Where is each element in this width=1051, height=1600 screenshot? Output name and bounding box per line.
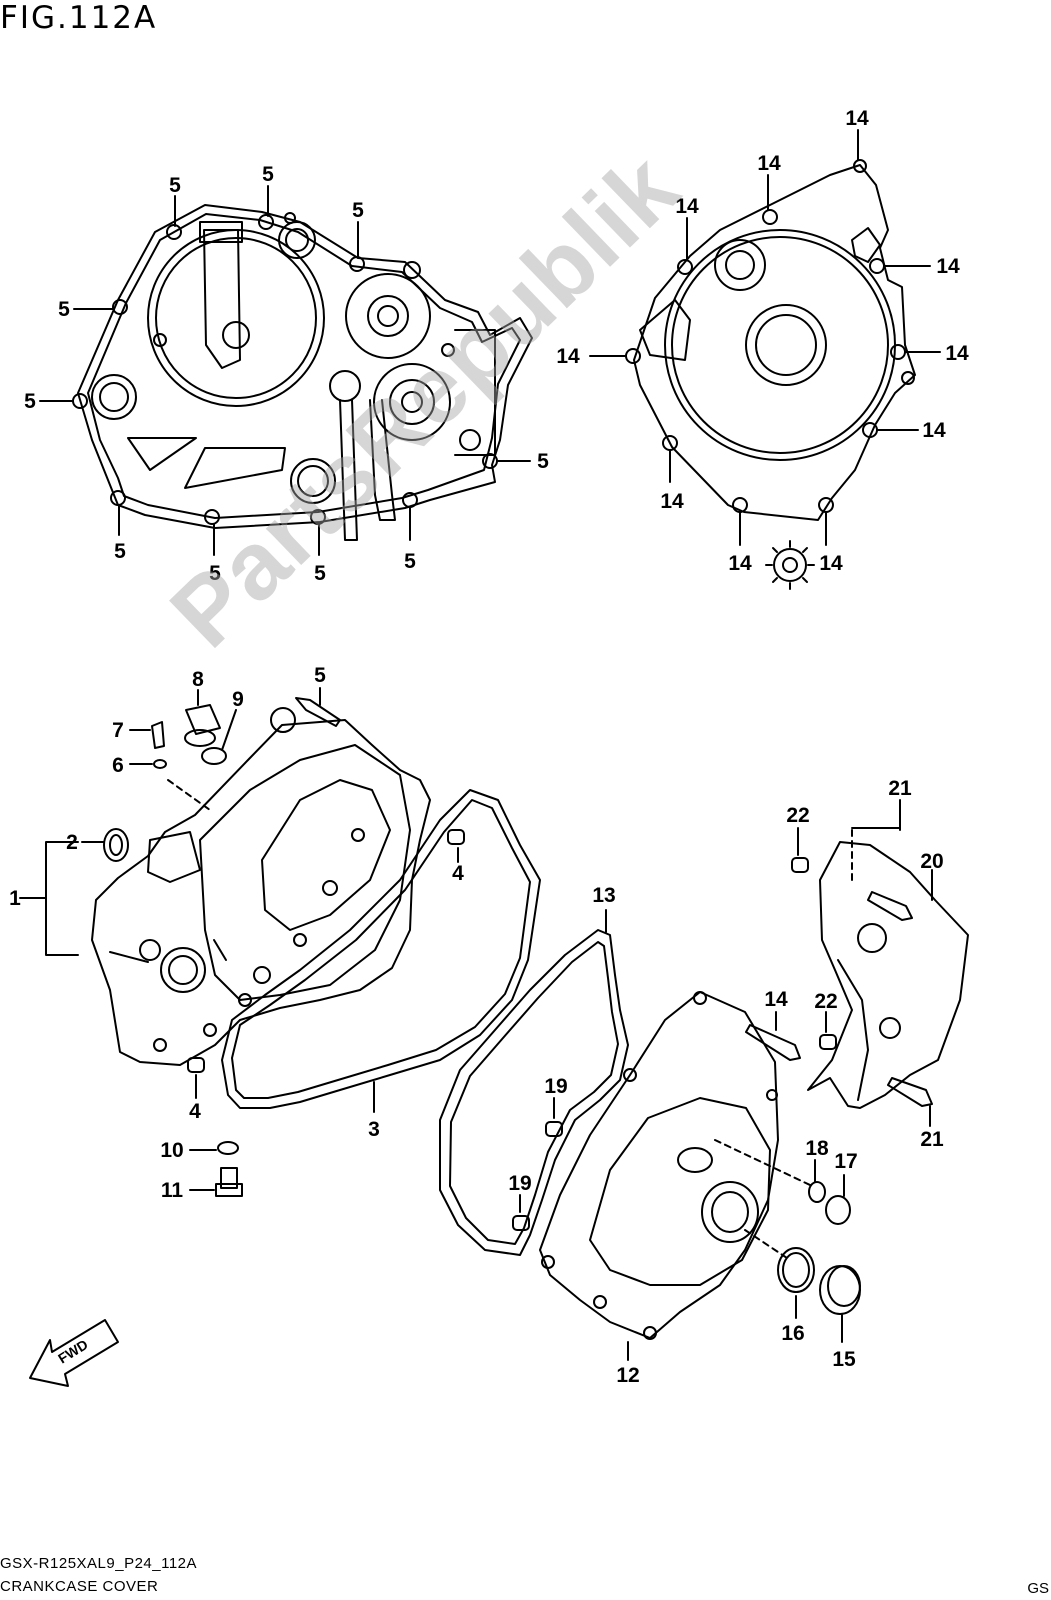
diagram-subtitle: CRANKCASE COVER <box>0 1578 159 1595</box>
callout-19: 19 <box>508 1172 531 1195</box>
callout-14: 14 <box>556 345 580 368</box>
callout-5: 5 <box>209 562 221 585</box>
callout-6: 6 <box>112 754 124 777</box>
callout-19: 19 <box>544 1075 567 1098</box>
callout-4: 4 <box>189 1100 201 1123</box>
callout-14: 14 <box>819 552 843 575</box>
callout-17: 17 <box>834 1150 857 1173</box>
region-code: GS <box>1027 1580 1049 1597</box>
diagram-code: GSX-R125XAL9_P24_112A <box>0 1555 198 1572</box>
clutch-cover-exploded <box>19 687 541 1197</box>
callout-22: 22 <box>786 804 809 827</box>
figure-title: FIG.112A <box>0 0 158 36</box>
callout-5: 5 <box>314 562 326 585</box>
callout-11: 11 <box>161 1179 184 1202</box>
callout-5: 5 <box>24 390 36 413</box>
callout-14: 14 <box>764 988 788 1011</box>
callout-10: 10 <box>160 1139 183 1162</box>
fwd-arrow <box>29 1319 119 1387</box>
callout-5: 5 <box>262 163 274 186</box>
callout-14: 14 <box>922 419 946 442</box>
callout-5: 5 <box>314 664 326 687</box>
callout-9: 9 <box>232 688 244 711</box>
callout-5: 5 <box>537 450 549 473</box>
callout-12: 12 <box>616 1364 639 1387</box>
callout-8: 8 <box>192 668 204 691</box>
callout-20: 20 <box>920 850 943 873</box>
callout-16: 16 <box>781 1322 804 1345</box>
callout-5: 5 <box>114 540 126 563</box>
callout-15: 15 <box>832 1348 856 1371</box>
callout-5: 5 <box>169 174 181 197</box>
callout-18: 18 <box>805 1137 829 1160</box>
callout-5: 5 <box>404 550 416 573</box>
callout-21: 21 <box>888 777 912 800</box>
clutch-cover-view <box>39 185 533 556</box>
callout-7: 7 <box>112 719 124 742</box>
callout-14: 14 <box>728 552 752 575</box>
callout-21: 21 <box>920 1128 944 1151</box>
callout-3: 3 <box>368 1118 380 1141</box>
callout-5: 5 <box>352 199 364 222</box>
callout-4: 4 <box>452 862 464 885</box>
callout-22: 22 <box>814 990 837 1013</box>
callout-14: 14 <box>660 490 684 513</box>
callout-14: 14 <box>757 152 781 175</box>
magneto-cover-exploded <box>439 799 969 1361</box>
callout-14: 14 <box>845 107 869 130</box>
callout-5: 5 <box>58 298 70 321</box>
callout-14: 14 <box>945 342 969 365</box>
callout-13: 13 <box>592 884 615 907</box>
callout-2: 2 <box>66 831 78 854</box>
callout-14: 14 <box>936 255 960 278</box>
callout-14: 14 <box>675 195 699 218</box>
magneto-cover-view <box>589 129 941 590</box>
callout-1: 1 <box>9 887 21 910</box>
